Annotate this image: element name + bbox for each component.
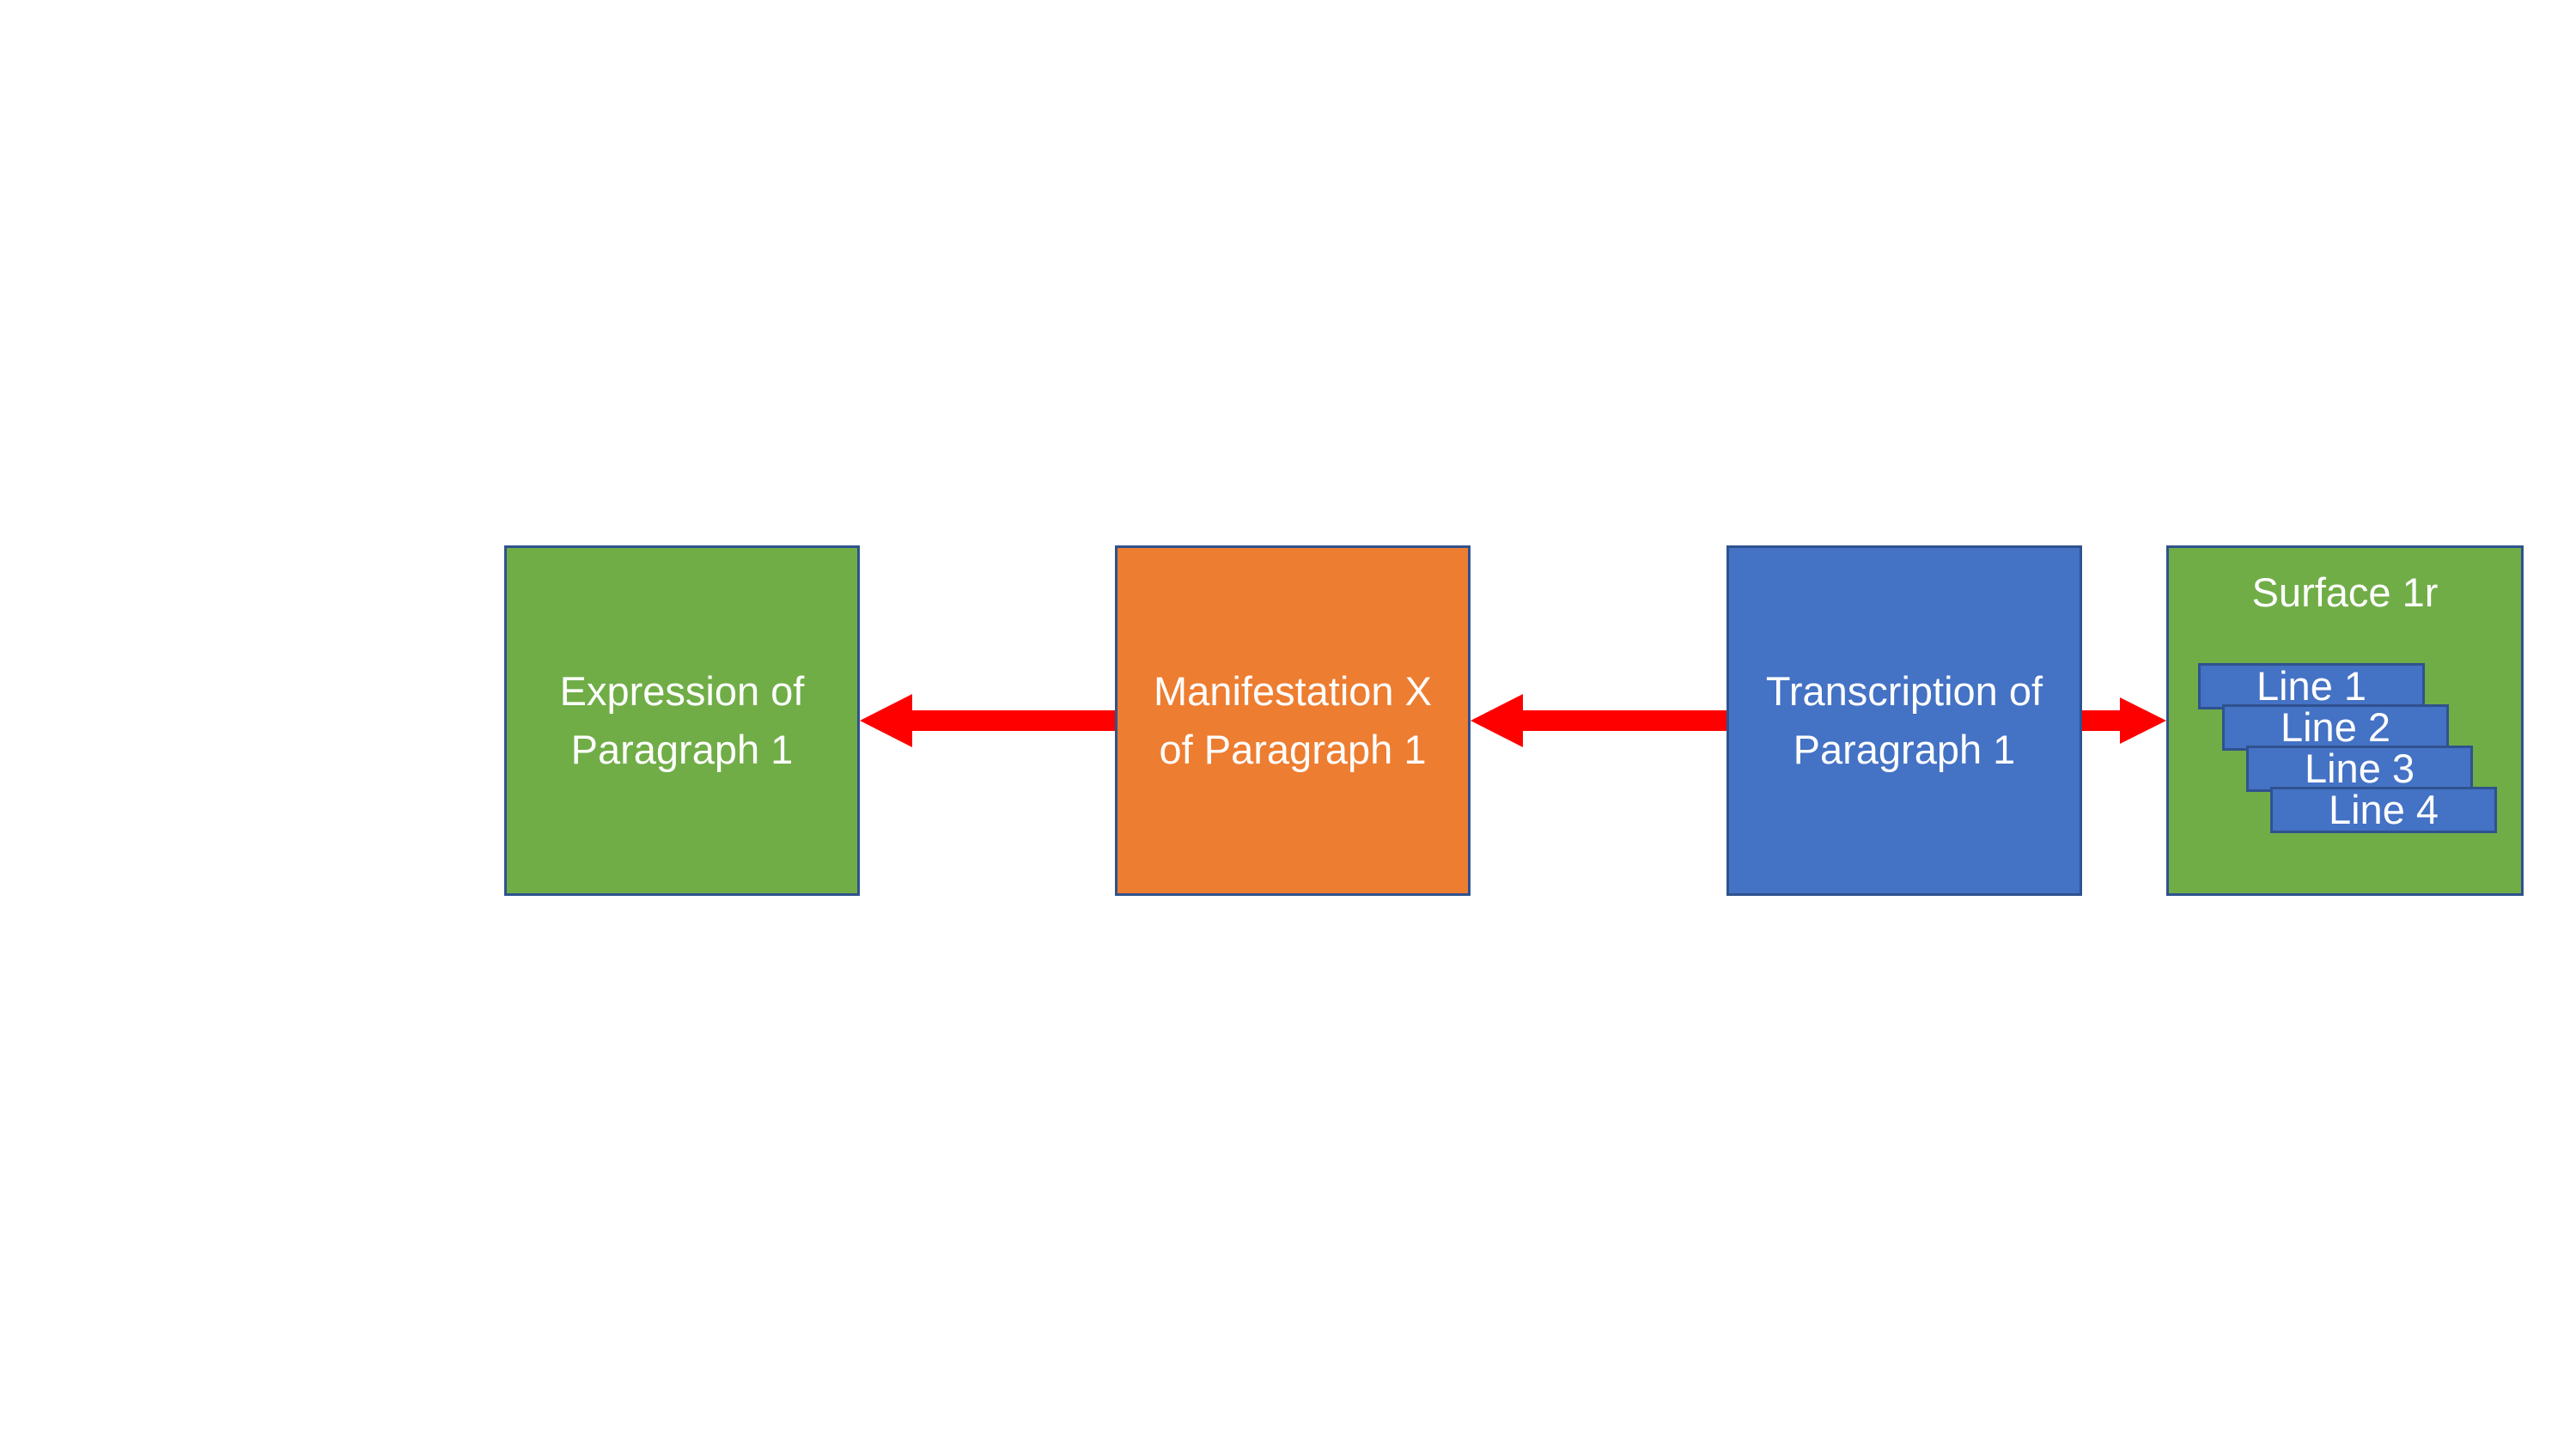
arrow-manifestation-to-expression	[860, 694, 1115, 747]
arrow-head	[860, 694, 912, 747]
line-item: Line 1	[2198, 663, 2425, 709]
manifestation-label: Manifestation X of Paragraph 1	[1154, 668, 1432, 772]
surface-title: Surface 1r	[2251, 569, 2439, 615]
expression-box: Expression of Paragraph 1	[504, 545, 860, 896]
transcription-box: Transcription of Paragraph 1	[1726, 545, 2082, 896]
line-item: Line 3	[2246, 746, 2473, 792]
arrow-shaft	[1523, 710, 1726, 731]
arrow-transcription-to-manifestation	[1471, 694, 1726, 747]
line-item: Line 2	[2222, 704, 2449, 751]
arrow-head	[2120, 697, 2166, 744]
arrow-shaft	[912, 710, 1115, 731]
transcription-label: Transcription of Paragraph 1	[1765, 668, 2043, 772]
expression-label: Expression of Paragraph 1	[559, 668, 805, 772]
manifestation-box: Manifestation X of Paragraph 1	[1115, 545, 1471, 896]
arrow-head	[1471, 694, 1523, 747]
surface-box: Surface 1r Line 1 Line 2 Line 3 Line 4	[2166, 545, 2524, 896]
arrow-transcription-to-surface	[2082, 697, 2166, 744]
arrow-shaft	[2082, 710, 2120, 731]
line-item: Line 4	[2270, 787, 2497, 833]
